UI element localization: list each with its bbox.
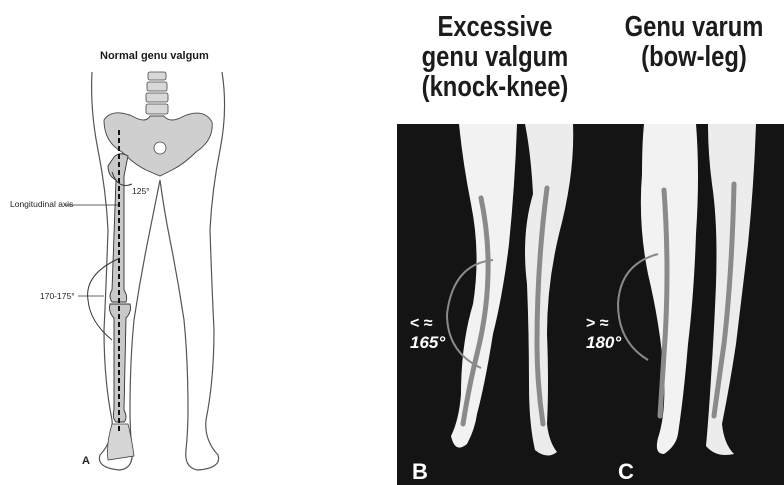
panel-b-angle-value: 165° [410,333,445,352]
longitudinal-axis-label: Longitudinal axis [10,199,73,209]
panel-a-letter: A [82,455,90,467]
panel-b-title-line2: genu valgum [413,42,577,72]
panel-c-angle-label: > ≈ 180° [586,314,621,352]
panel-b-angle-symbol: < ≈ [410,314,445,333]
panel-b-photo [397,124,604,485]
spine [146,72,168,114]
panel-a-title: Normal genu valgum [100,50,209,62]
panel-c-title-line2: (bow-leg) [620,42,768,72]
panel-c-title-line1: Genu varum [620,12,768,42]
knee-angle-label: 170-175° [40,291,75,301]
panel-c-title: Genu varum (bow-leg) [620,12,768,72]
panel-b-angle-label: < ≈ 165° [410,314,445,352]
panel-b-title-line1: Excessive [413,12,577,42]
panel-b-letter: B [412,459,428,485]
panel-c-angle-value: 180° [586,333,621,352]
panel-c-letter: C [618,459,634,485]
panel-c-photo [604,124,784,485]
panel-c-angle-symbol: > ≈ [586,314,621,333]
sacrum [154,142,166,154]
panel-b-title-line3: (knock-knee) [413,72,577,102]
hip-angle-label: 125° [132,186,150,196]
panel-b-title: Excessive genu valgum (knock-knee) [413,12,577,102]
